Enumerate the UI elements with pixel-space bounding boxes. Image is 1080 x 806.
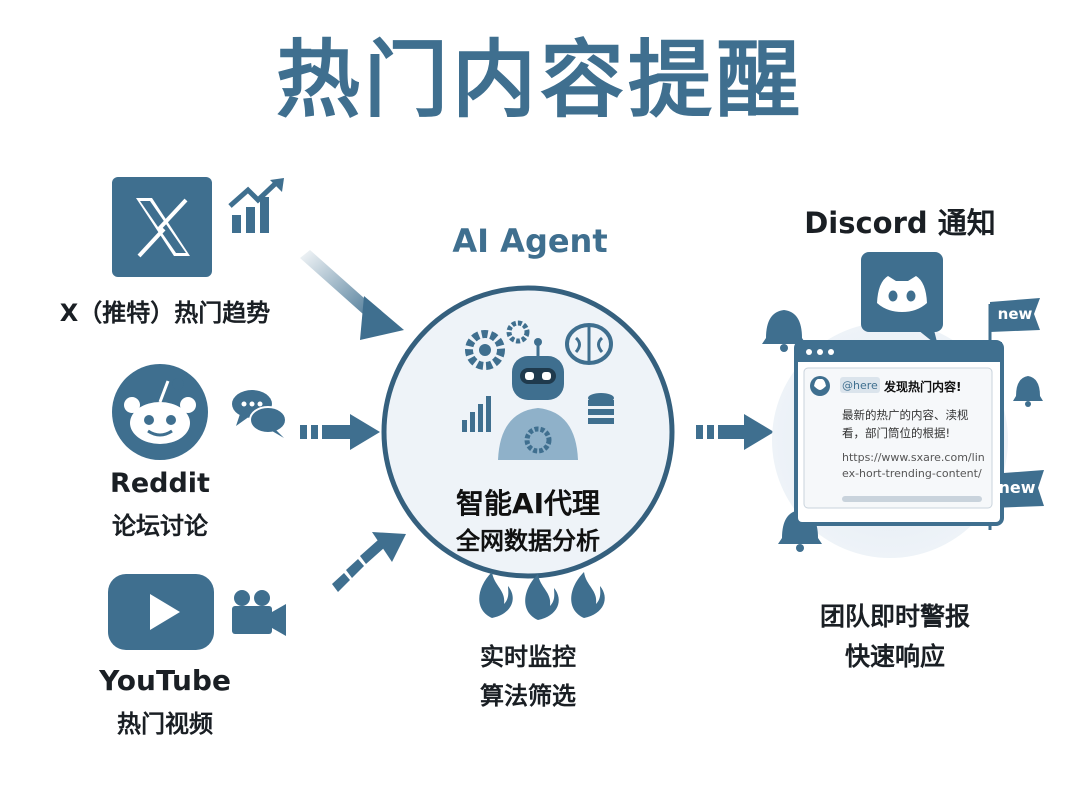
message-body: 最新的热广的内容、渎枧看，部门筒位的根据! <box>842 408 969 440</box>
message-link: https://www.sxare.com/linex-hort-trendin… <box>842 451 985 480</box>
trending-chart-icon <box>228 178 284 233</box>
reddit-source-subtitle: 论坛讨论 <box>112 512 208 540</box>
gear-icon <box>465 330 505 370</box>
x-logo-icon <box>112 177 212 277</box>
x-source-label: X（推特）热门趋势 <box>59 299 271 327</box>
arrow-from-youtube <box>332 532 406 592</box>
agent-filter-label: 算法筛选 <box>480 682 576 710</box>
new-badge-bottom: new <box>998 478 1036 497</box>
new-badge-top: new <box>997 305 1033 323</box>
youtube-source-subtitle: 热门视频 <box>117 710 213 738</box>
discord-response-label: 快速响应 <box>844 642 945 671</box>
notification-window <box>794 340 1004 526</box>
arrow-from-x <box>300 250 404 340</box>
agent-subtitle: 全网数据分析 <box>456 527 600 555</box>
reddit-source-title: Reddit <box>110 468 210 499</box>
agent-heading: AI Agent <box>452 222 608 260</box>
brain-icon <box>565 323 613 365</box>
youtube-source-title: YouTube <box>99 664 231 697</box>
small-gear-icon <box>506 320 530 344</box>
database-icon <box>588 393 614 424</box>
message-mention-tag: @here <box>842 379 878 392</box>
robot-icon <box>498 338 578 460</box>
bar-chart-icon <box>462 396 491 432</box>
arrow-to-discord <box>696 414 774 450</box>
discord-heading: Discord 通知 <box>804 206 996 240</box>
bell-icon <box>1013 376 1043 407</box>
reddit-icon <box>112 364 208 460</box>
video-camera-icon <box>232 590 286 636</box>
page-title: 热门内容提醒 <box>275 31 804 129</box>
youtube-icon <box>108 574 214 650</box>
chat-bubbles-icon <box>232 390 287 438</box>
message-title: 发现热门内容! <box>884 380 962 394</box>
arrow-from-reddit <box>300 414 380 450</box>
fire-icons <box>479 572 605 620</box>
agent-monitor-label: 实时监控 <box>480 643 576 671</box>
discord-alert-label: 团队即时警报 <box>819 602 970 631</box>
agent-title: 智能AI代理 <box>455 487 601 520</box>
discord-logo-icon <box>861 252 943 346</box>
bell-icon <box>762 310 806 352</box>
